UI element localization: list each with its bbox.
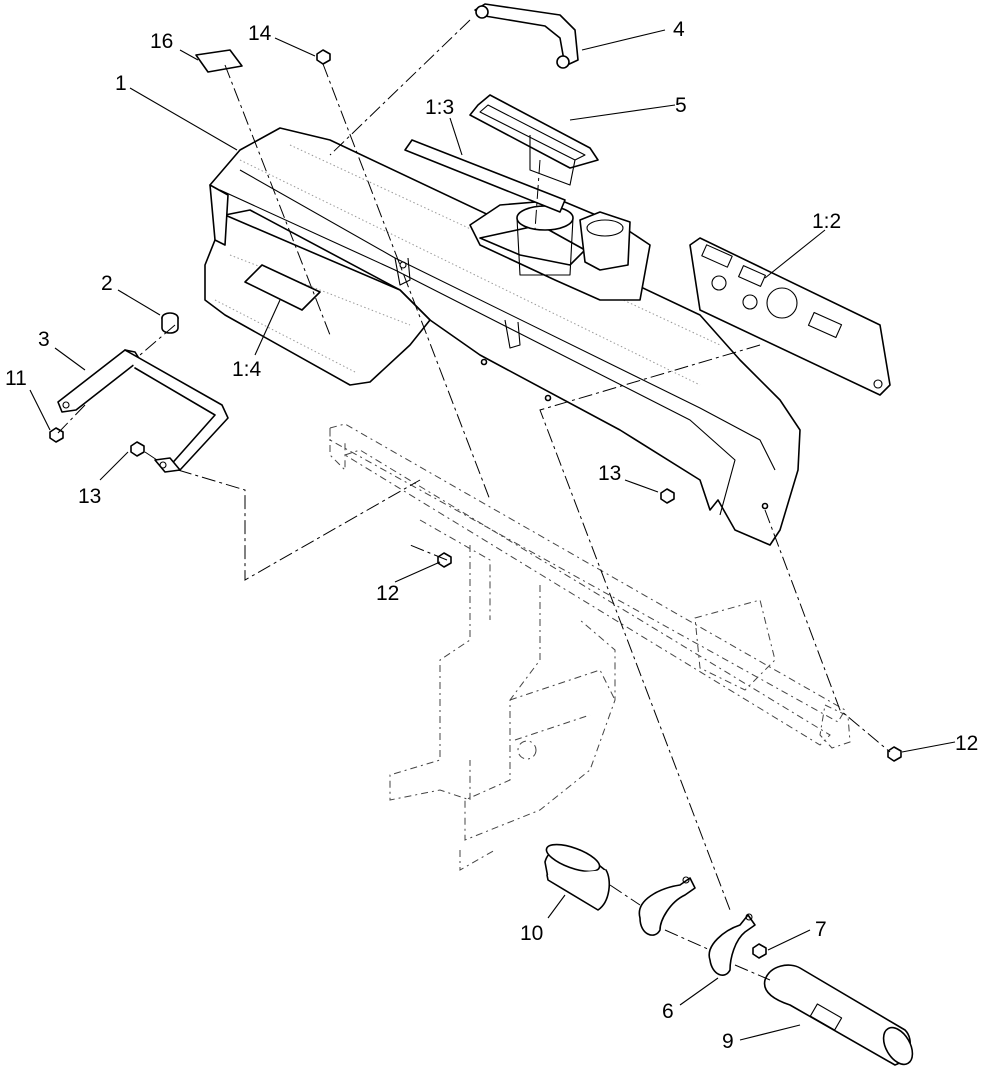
decal-strip-1-3 bbox=[404, 139, 566, 213]
trim-ring-5 bbox=[469, 94, 599, 186]
callout-12-right: 12 bbox=[955, 732, 978, 755]
callout-labels: 16 14 4 1 1:3 5 1:2 2 3 11 1:4 13 13 12 … bbox=[5, 18, 978, 1053]
bolt-12-right bbox=[887, 746, 902, 762]
callout-1: 1 bbox=[115, 72, 127, 95]
nut-13-left bbox=[130, 441, 145, 457]
bolt-7 bbox=[752, 943, 767, 959]
callout-4: 4 bbox=[673, 18, 685, 41]
callout-9: 9 bbox=[722, 1030, 734, 1053]
callout-5: 5 bbox=[675, 94, 687, 117]
decal-panel-1-2 bbox=[689, 237, 891, 396]
callout-1-3: 1:3 bbox=[425, 96, 454, 119]
assembly-center-lines bbox=[57, 19, 891, 981]
callout-7: 7 bbox=[815, 918, 827, 941]
console-housing bbox=[204, 127, 801, 546]
callout-13-left: 13 bbox=[78, 485, 101, 508]
callout-3: 3 bbox=[38, 328, 50, 351]
spacer-2 bbox=[161, 312, 179, 334]
callout-6: 6 bbox=[662, 1000, 674, 1023]
callout-1-4: 1:4 bbox=[232, 358, 262, 381]
grip-9 bbox=[763, 964, 914, 1066]
decal-1-4 bbox=[244, 264, 321, 311]
callout-13-right: 13 bbox=[598, 462, 621, 485]
grip-10 bbox=[544, 843, 611, 911]
callout-2: 2 bbox=[101, 272, 113, 295]
callout-14: 14 bbox=[248, 22, 272, 45]
frame-ghost bbox=[329, 423, 851, 871]
screw-14 bbox=[316, 49, 331, 65]
decal-16 bbox=[195, 49, 243, 73]
bolt-12-mid bbox=[437, 552, 452, 568]
bracket-3 bbox=[57, 349, 229, 473]
clamp-upper bbox=[638, 876, 696, 936]
callout-10: 10 bbox=[520, 922, 543, 945]
nut-13-right bbox=[660, 488, 675, 504]
callout-1-2: 1:2 bbox=[812, 210, 841, 233]
callout-11: 11 bbox=[5, 367, 27, 390]
callout-12-mid: 12 bbox=[376, 582, 399, 605]
callout-16: 16 bbox=[150, 30, 173, 53]
handle-4 bbox=[474, 3, 579, 69]
clamp-6 bbox=[708, 913, 756, 976]
leader-lines bbox=[29, 29, 956, 1041]
